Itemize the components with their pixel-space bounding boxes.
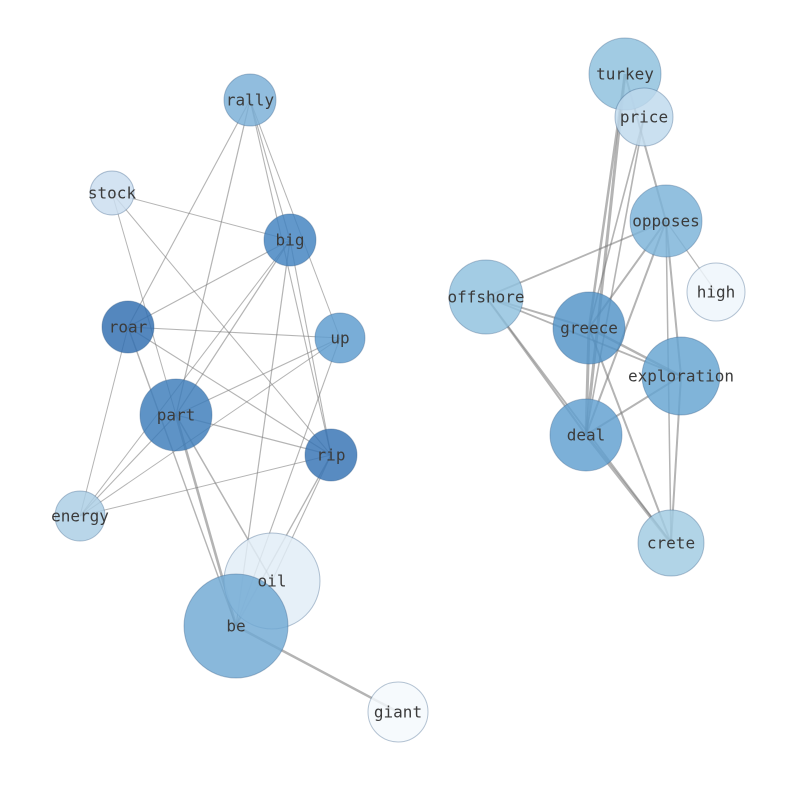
graph-edge-opposes-deal [585, 220, 667, 436]
graph-edge-roar-be [127, 326, 237, 627]
graph-edge-rally-part [175, 99, 251, 416]
graph-node-part [139, 378, 213, 452]
graph-node-crete [637, 509, 705, 577]
graph-node-rip [304, 428, 358, 482]
graph-edge-stock-part [111, 192, 177, 416]
graph-edge-price-greece [588, 116, 645, 329]
graph-edge-big-rip [289, 239, 332, 456]
graph-edge-rip-energy [79, 454, 332, 517]
graph-edge-stock-rip [111, 192, 332, 456]
graph-node-up [314, 312, 366, 364]
node-layer [54, 37, 746, 743]
graph-node-offshore [448, 259, 524, 335]
graph-node-deal [549, 398, 623, 472]
graph-edge-rally-rip [249, 99, 332, 456]
graph-node-giant [367, 681, 429, 743]
graph-edge-stock-big [111, 192, 291, 241]
graph-edge-big-energy [79, 239, 291, 517]
graph-node-opposes [629, 184, 703, 258]
graph-node-exploration [641, 336, 721, 416]
graph-node-rally [223, 73, 277, 127]
graph-edge-up-energy [79, 337, 341, 517]
graph-edge-roar-up [127, 326, 341, 339]
graph-node-stock [89, 170, 135, 216]
graph-node-be [183, 573, 289, 679]
graph-node-roar [101, 300, 155, 354]
graph-node-energy [54, 490, 106, 542]
graph-node-price [614, 87, 674, 147]
graph-edge-roar-energy [79, 326, 129, 517]
graph-edge-turkey-deal [584, 73, 627, 436]
graph-edge-greece-crete [588, 327, 672, 544]
graph-edge-roar-rip [127, 326, 332, 456]
graph-node-high [686, 262, 746, 322]
graph-node-big [263, 213, 317, 267]
graph-edge-price-deal [585, 116, 645, 436]
graph-edge-big-roar [127, 239, 291, 328]
graph-node-greece [552, 291, 626, 365]
